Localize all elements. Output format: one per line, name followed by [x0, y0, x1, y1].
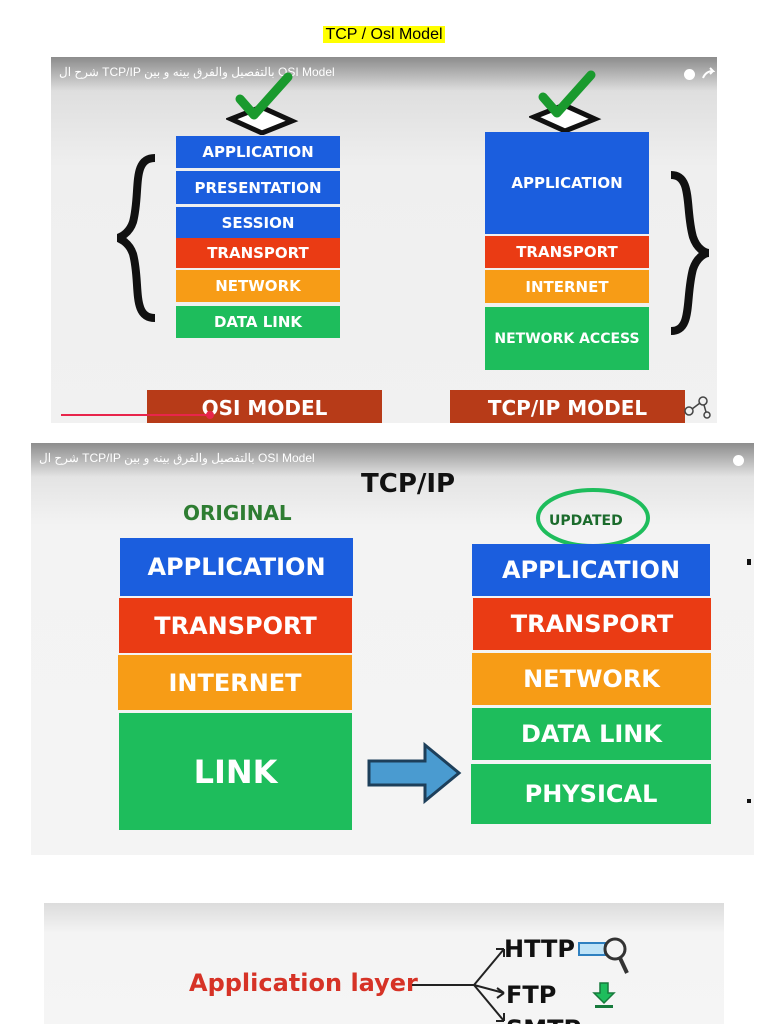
- tcpip-layer-network-access: NETWORK ACCESS: [485, 307, 649, 370]
- checkmark-icon: [529, 70, 602, 133]
- watch-later-icon[interactable]: [733, 455, 744, 466]
- tcpip-heading: TCP/IP: [361, 469, 456, 499]
- original-layer-internet: INTERNET: [118, 655, 352, 710]
- original-label: ORIGINAL: [183, 501, 292, 525]
- updated-layer-transport: TRANSPORT: [473, 598, 711, 650]
- network-diagram-icon: [684, 396, 711, 419]
- updated-layer-network: NETWORK: [472, 653, 711, 705]
- checkmark-icon: [226, 72, 299, 135]
- osi-layer-transport: TRANSPORT: [176, 238, 340, 268]
- protocol-http: HTTP: [504, 935, 575, 963]
- video-title[interactable]: OSI Model بالتفصيل والفرق بينه و بين TCP…: [39, 451, 315, 465]
- protocol-ftp: FTP: [506, 981, 557, 1009]
- updated-label: UPDATED: [549, 513, 623, 529]
- original-layer-application: APPLICATION: [120, 538, 353, 596]
- watch-later-icon[interactable]: [684, 69, 695, 80]
- tcpip-model-label: TCP/IP MODEL: [450, 390, 685, 423]
- document-title: TCP / Osl Model: [0, 26, 768, 44]
- updated-layer-application: APPLICATION: [472, 544, 710, 596]
- protocol-smtp: SMTP: [506, 1015, 581, 1024]
- video-tcpip-original-vs-updated[interactable]: OSI Model بالتفصيل والفرق بينه و بين TCP…: [31, 443, 754, 855]
- osi-layer-network: NETWORK: [176, 270, 340, 302]
- original-layer-link: LINK: [119, 713, 352, 830]
- right-arrow-icon: [367, 741, 462, 805]
- osi-layer-application: APPLICATION: [176, 136, 340, 168]
- right-brace-icon: [670, 171, 710, 335]
- video-progress-handle[interactable]: [206, 411, 214, 419]
- document-title-text: TCP / Osl Model: [323, 26, 445, 43]
- edge-mark: [747, 559, 751, 565]
- share-icon[interactable]: [701, 67, 715, 81]
- osi-layer-presentation: PRESENTATION: [176, 171, 340, 204]
- video-top-gradient: [51, 57, 717, 91]
- magnifier-icon: [578, 937, 629, 974]
- tcpip-layer-internet: INTERNET: [485, 270, 649, 303]
- application-layer-protocols-image: Application layer HTTP FTP SMTP: [44, 903, 724, 1024]
- updated-layer-data-link: DATA LINK: [472, 708, 711, 760]
- osi-layer-session: SESSION: [176, 207, 340, 238]
- left-brace-icon: [116, 154, 156, 322]
- osi-layer-data-link: DATA LINK: [176, 306, 340, 338]
- video-osi-vs-tcpip[interactable]: OSI Model بالتفصيل والفرق بينه و بين TCP…: [51, 57, 717, 423]
- edge-mark: [747, 799, 751, 803]
- updated-layer-physical: PHYSICAL: [471, 764, 711, 824]
- tcpip-layer-application: APPLICATION: [485, 132, 649, 234]
- branching-arrows-icon: [412, 948, 505, 1022]
- original-layer-transport: TRANSPORT: [119, 598, 352, 653]
- video-title[interactable]: OSI Model بالتفصيل والفرق بينه و بين TCP…: [59, 65, 335, 79]
- video-top-gradient: [31, 443, 754, 477]
- tcpip-layer-transport: TRANSPORT: [485, 236, 649, 268]
- application-layer-label: Application layer: [189, 969, 418, 997]
- download-icon: [592, 982, 616, 1008]
- video-progress-bar[interactable]: [61, 414, 211, 416]
- osi-model-label: OSI MODEL: [147, 390, 382, 423]
